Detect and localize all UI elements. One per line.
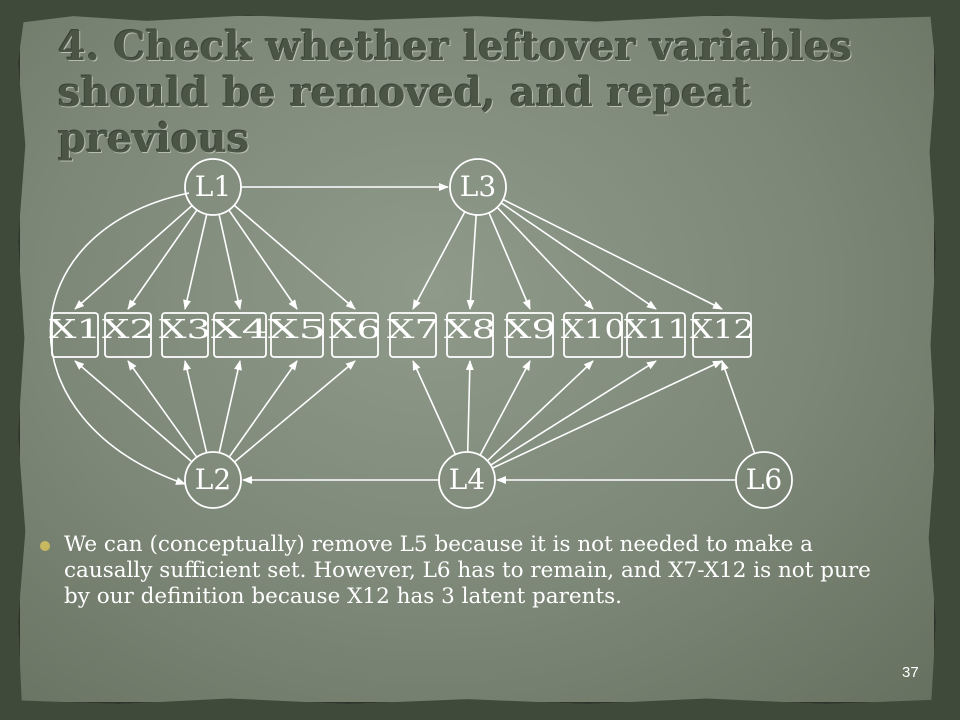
- observed-label: X7: [387, 315, 439, 345]
- observed-node-x4: X4: [211, 312, 269, 358]
- edge-l1-to-l2: [49, 192, 190, 485]
- latent-label: L6: [746, 463, 782, 496]
- observed-node-x7: X7: [387, 312, 439, 358]
- edge-l1-to-x6: [233, 204, 356, 310]
- edges-layer: [49, 183, 756, 485]
- edge-l4-to-x7: [412, 360, 457, 455]
- observed-label: X4: [211, 315, 269, 345]
- observed-label: X12: [690, 315, 754, 345]
- observed-label: X6: [329, 315, 381, 345]
- edge-l3-to-x9: [488, 212, 531, 310]
- latent-node-l3: L3: [449, 158, 507, 216]
- latent-label: L3: [460, 170, 496, 203]
- observed-node-x6: X6: [329, 312, 381, 358]
- title-line-2: should be removed, and repeat previous: [58, 69, 752, 162]
- latent-node-l1: L1: [184, 158, 242, 216]
- observed-label: X8: [444, 315, 496, 345]
- edge-l3-to-x11: [500, 202, 657, 310]
- edge-l3-to-x7: [412, 211, 466, 310]
- latent-circle: [184, 158, 242, 216]
- observed-label: X9: [504, 315, 556, 345]
- latent-node-l6: L6: [735, 451, 793, 509]
- observed-box: [270, 312, 324, 358]
- observed-label: X1: [49, 315, 101, 345]
- title-line-1: 4. Check whether leftover variables: [58, 23, 853, 70]
- edge-l1-to-x2: [127, 209, 198, 310]
- latent-circle: [184, 451, 242, 509]
- edge-l2-to-x1: [74, 360, 193, 463]
- edge-l1-to-x5: [228, 209, 298, 310]
- edge-l3-to-x8: [466, 214, 477, 310]
- bullet-list: We can (conceptually) remove L5 because …: [40, 532, 900, 610]
- observed-box: [331, 312, 379, 358]
- latent-circle: [449, 158, 507, 216]
- slide-title: 4. Check whether leftover variables shou…: [58, 24, 938, 162]
- slide-background: [18, 15, 936, 704]
- latent-label: L4: [449, 463, 485, 496]
- edge-l2-to-x6: [233, 360, 356, 463]
- observed-box: [446, 312, 494, 358]
- latent-label: L2: [195, 463, 231, 496]
- observed-label: X10: [561, 315, 625, 345]
- observed-box: [692, 312, 752, 358]
- edge-l4-to-x11: [490, 360, 657, 466]
- edge-l2-to-x5: [228, 360, 298, 458]
- observed-node-x3: X3: [159, 312, 211, 358]
- observed-node-x8: X8: [444, 312, 496, 358]
- edge-l4-to-x12: [492, 360, 723, 469]
- edge-l3-to-x12: [502, 198, 723, 310]
- latent-circle: [735, 451, 793, 509]
- bullet-item: We can (conceptually) remove L5 because …: [40, 532, 900, 610]
- observed-box: [389, 312, 437, 358]
- observed-box: [51, 312, 99, 358]
- observed-node-x5: X5: [268, 312, 326, 358]
- edge-l2-to-x4: [218, 360, 242, 453]
- edge-l1-to-x3: [183, 214, 208, 310]
- observed-box: [213, 312, 267, 358]
- observed-box: [506, 312, 554, 358]
- observed-label: X5: [268, 315, 326, 345]
- edge-l3-to-x10: [496, 206, 594, 310]
- observed-box: [563, 312, 623, 358]
- observed-box: [161, 312, 209, 358]
- edge-l1-to-x1: [74, 204, 193, 310]
- observed-node-x1: X1: [49, 312, 101, 358]
- edge-l2-to-x3: [183, 360, 208, 453]
- observed-box: [626, 312, 686, 358]
- latent-label: L1: [195, 170, 231, 203]
- latent-node-l4: L4: [438, 451, 496, 509]
- observed-label: X2: [102, 315, 154, 345]
- page-number: 37: [902, 664, 919, 681]
- edge-l4-to-x9: [479, 360, 531, 456]
- edge-l6-to-x12: [721, 360, 756, 454]
- observed-node-x10: X10: [561, 312, 625, 358]
- edge-l2-to-x2: [127, 360, 198, 458]
- observed-box: [104, 312, 152, 358]
- edge-l1-to-x4: [218, 214, 242, 310]
- edge-l4-to-x10: [486, 360, 594, 462]
- observed-node-x2: X2: [102, 312, 154, 358]
- observed-node-x12: X12: [690, 312, 754, 358]
- observed-label: X3: [159, 315, 211, 345]
- latent-node-l2: L2: [184, 451, 242, 509]
- observed-node-x9: X9: [504, 312, 556, 358]
- latent-circle: [438, 451, 496, 509]
- edge-l4-to-x8: [465, 360, 474, 453]
- observed-label: X11: [624, 315, 688, 345]
- observed-node-x11: X11: [624, 312, 688, 358]
